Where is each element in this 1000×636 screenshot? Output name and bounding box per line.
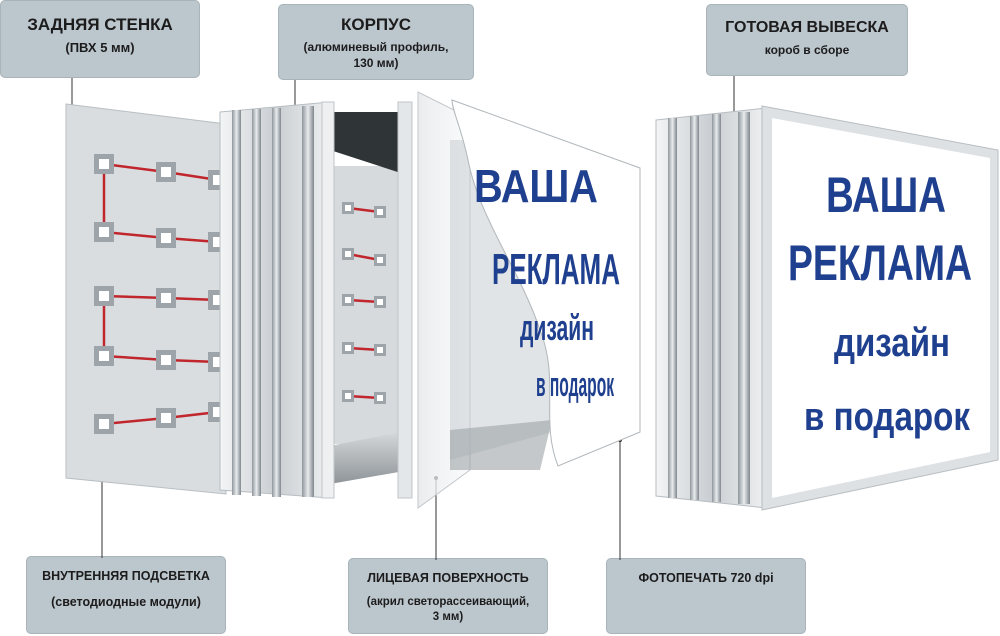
face-label: ЛИЦЕВАЯ ПОВЕРХНОСТЬ (акрил светорассеива…: [348, 558, 548, 634]
face-subtitle: (акрил светорассеивающий, 3 мм): [366, 596, 530, 623]
led-wire: [103, 294, 167, 300]
frame-right-edge: [397, 101, 413, 499]
inner-led-module-diode: [377, 395, 383, 401]
frame-front-edge: [321, 101, 335, 499]
body-subtitle: (алюминевый профиль, 130 мм): [303, 40, 449, 70]
inner-led-module-diode: [377, 257, 383, 263]
led-module-diode: [99, 419, 109, 429]
peel-text-line1: ВАША: [474, 160, 598, 212]
inner-led-module-diode: [377, 209, 383, 215]
led-module-diode: [99, 351, 109, 361]
inner-led-module-diode: [377, 299, 383, 305]
lighting-title: ВНУТРЕННЯЯ ПОДСВЕТКА: [42, 569, 210, 583]
inner-led-module-diode: [345, 393, 351, 399]
inner-led-module-diode: [345, 205, 351, 211]
led-module-diode: [161, 293, 171, 303]
lighting-label: ВНУТРЕННЯЯ ПОДСВЕТКА (светодиодные модул…: [26, 556, 226, 634]
led-module-diode: [99, 159, 109, 169]
frame-bottom-inner: [330, 430, 410, 484]
led-module-diode: [213, 175, 223, 185]
led-wire: [103, 416, 167, 426]
led-wire: [103, 162, 167, 174]
body-label: КОРПУС (алюминевый профиль, 130 мм): [278, 4, 474, 80]
peel-text-line4: в подарок: [536, 366, 614, 404]
led-module-diode: [99, 291, 109, 301]
led-module-diode: [213, 407, 223, 417]
finished-sign-subtitle: короб в сборе: [764, 43, 850, 57]
led-module-diode: [161, 233, 171, 243]
finished-sign-title: ГОТОВАЯ ВЫВЕСКА: [725, 19, 889, 36]
finished-sign-text: ВАША РЕКЛАМА дизайн в подарок: [788, 167, 972, 439]
frame-inner-back: [330, 166, 398, 444]
lighting-subtitle: (светодиодные модули): [51, 595, 201, 609]
finished-sign-label: ГОТОВАЯ ВЫВЕСКА короб в сборе: [706, 4, 908, 76]
frame-profile-stripes: [232, 106, 314, 497]
back-panel-title: ЗАДНЯЯ СТЕНКА: [27, 15, 173, 34]
back-panel: [65, 103, 227, 495]
led-module-diode: [161, 167, 171, 177]
finished-sign-face: [772, 118, 990, 498]
led-module-diode: [161, 413, 171, 423]
peel-text-line2: РЕКЛАМА: [492, 245, 620, 294]
print-title: ФОТОПЕЧАТЬ 720 dpi: [638, 571, 774, 585]
led-module-diode: [213, 357, 223, 367]
photoprint-sheet: [451, 99, 641, 467]
finished-sign-stripes: [668, 112, 750, 504]
led-module-diode: [213, 237, 223, 247]
sign-text-line4: в подарок: [804, 395, 971, 439]
back-panel-leds: [94, 154, 228, 434]
acrylic-floor-shade: [450, 420, 552, 470]
back-panel-subtitle: (ПВХ 5 мм): [65, 40, 135, 55]
body-title: КОРПУС: [340, 15, 411, 34]
sign-text-line1: ВАША: [826, 167, 946, 223]
sign-text-line2: РЕКЛАМА: [788, 235, 972, 291]
frame-top-inner: [330, 112, 410, 176]
led-module-diode: [213, 295, 223, 305]
inner-led-module-diode: [345, 297, 351, 303]
photoprint-text: ВАША РЕКЛАМА дизайн в подарок: [474, 160, 620, 404]
peel-text-line3: дизайн: [520, 307, 594, 348]
inner-leds: [342, 202, 386, 404]
face-title: ЛИЦЕВАЯ ПОВЕРХНОСТЬ: [367, 571, 529, 585]
inner-led-module-diode: [345, 251, 351, 257]
led-module-diode: [99, 227, 109, 237]
back-panel-label: ЗАДНЯЯ СТЕНКА (ПВХ 5 мм): [0, 0, 200, 78]
inner-led-module-diode: [377, 347, 383, 353]
sign-text-line3: дизайн: [834, 321, 950, 365]
inner-led-module-diode: [345, 345, 351, 351]
print-label: ФОТОПЕЧАТЬ 720 dpi: [606, 558, 806, 634]
led-wire: [103, 354, 167, 362]
led-wire: [103, 230, 167, 240]
led-module-diode: [161, 355, 171, 365]
